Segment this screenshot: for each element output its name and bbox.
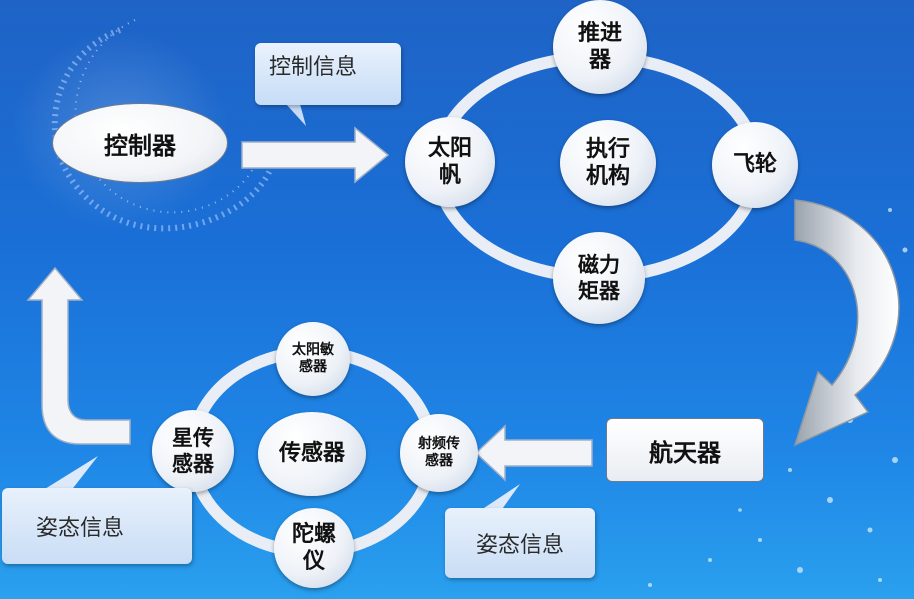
rf-sensor-node: 射频传 感器 [400,414,478,492]
callout-tail-attitude-left [40,456,98,492]
sensor-center-label: 传感器 [278,441,345,467]
arrow-spacecraft-to-sensors [474,424,593,482]
flywheel-node: 飞轮 [712,122,798,208]
sun-sensor-node: 太阳敏 感器 [276,322,350,396]
sun-sensor-label: 太阳敏 感器 [292,341,334,376]
control-info-label: 控制信息 [269,55,358,80]
rf-sensor-label: 射频传 感器 [418,435,460,470]
arrow-sensors-to-controller [26,266,131,445]
arrow-actuators-to-spacecraft [793,199,900,447]
magnetorquer-label: 磁力 矩器 [578,252,620,303]
solar-sail-label: 太阳 帆 [427,135,472,189]
flywheel-label: 飞轮 [732,152,777,178]
attitude-info-right-label: 姿态信息 [475,533,564,558]
callout-tail-control [286,104,306,126]
solar-sail-node: 太阳 帆 [405,117,495,207]
controller-node: 控制器 [52,103,228,183]
star-sensor-node: 星传 感器 [152,410,234,492]
attitude-info-callout-left: 姿态信息 [2,488,192,564]
attitude-info-callout-right: 姿态信息 [445,508,595,578]
arrow-controller-to-actuators [241,126,390,184]
gyro-label: 陀螺 仪 [291,521,336,575]
star-sensor-label: 星传 感器 [172,425,214,476]
spacecraft-label: 航天器 [649,438,721,467]
controller-label: 控制器 [104,131,176,160]
attitude-info-left-label: 姿态信息 [36,516,125,541]
gyro-node: 陀螺 仪 [274,508,354,588]
actuator-center-node: 执行 机构 [560,120,656,206]
callout-tail-attitude-right [478,484,520,512]
sensor-center-node: 传感器 [258,412,366,496]
thruster-node: 推进 器 [553,0,647,94]
actuator-center-label: 执行 机构 [585,136,630,190]
spacecraft-node: 航天器 [606,418,764,482]
magnetorquer-node: 磁力 矩器 [553,232,645,324]
control-info-callout: 控制信息 [255,43,401,105]
thruster-label: 推进 器 [577,20,622,74]
